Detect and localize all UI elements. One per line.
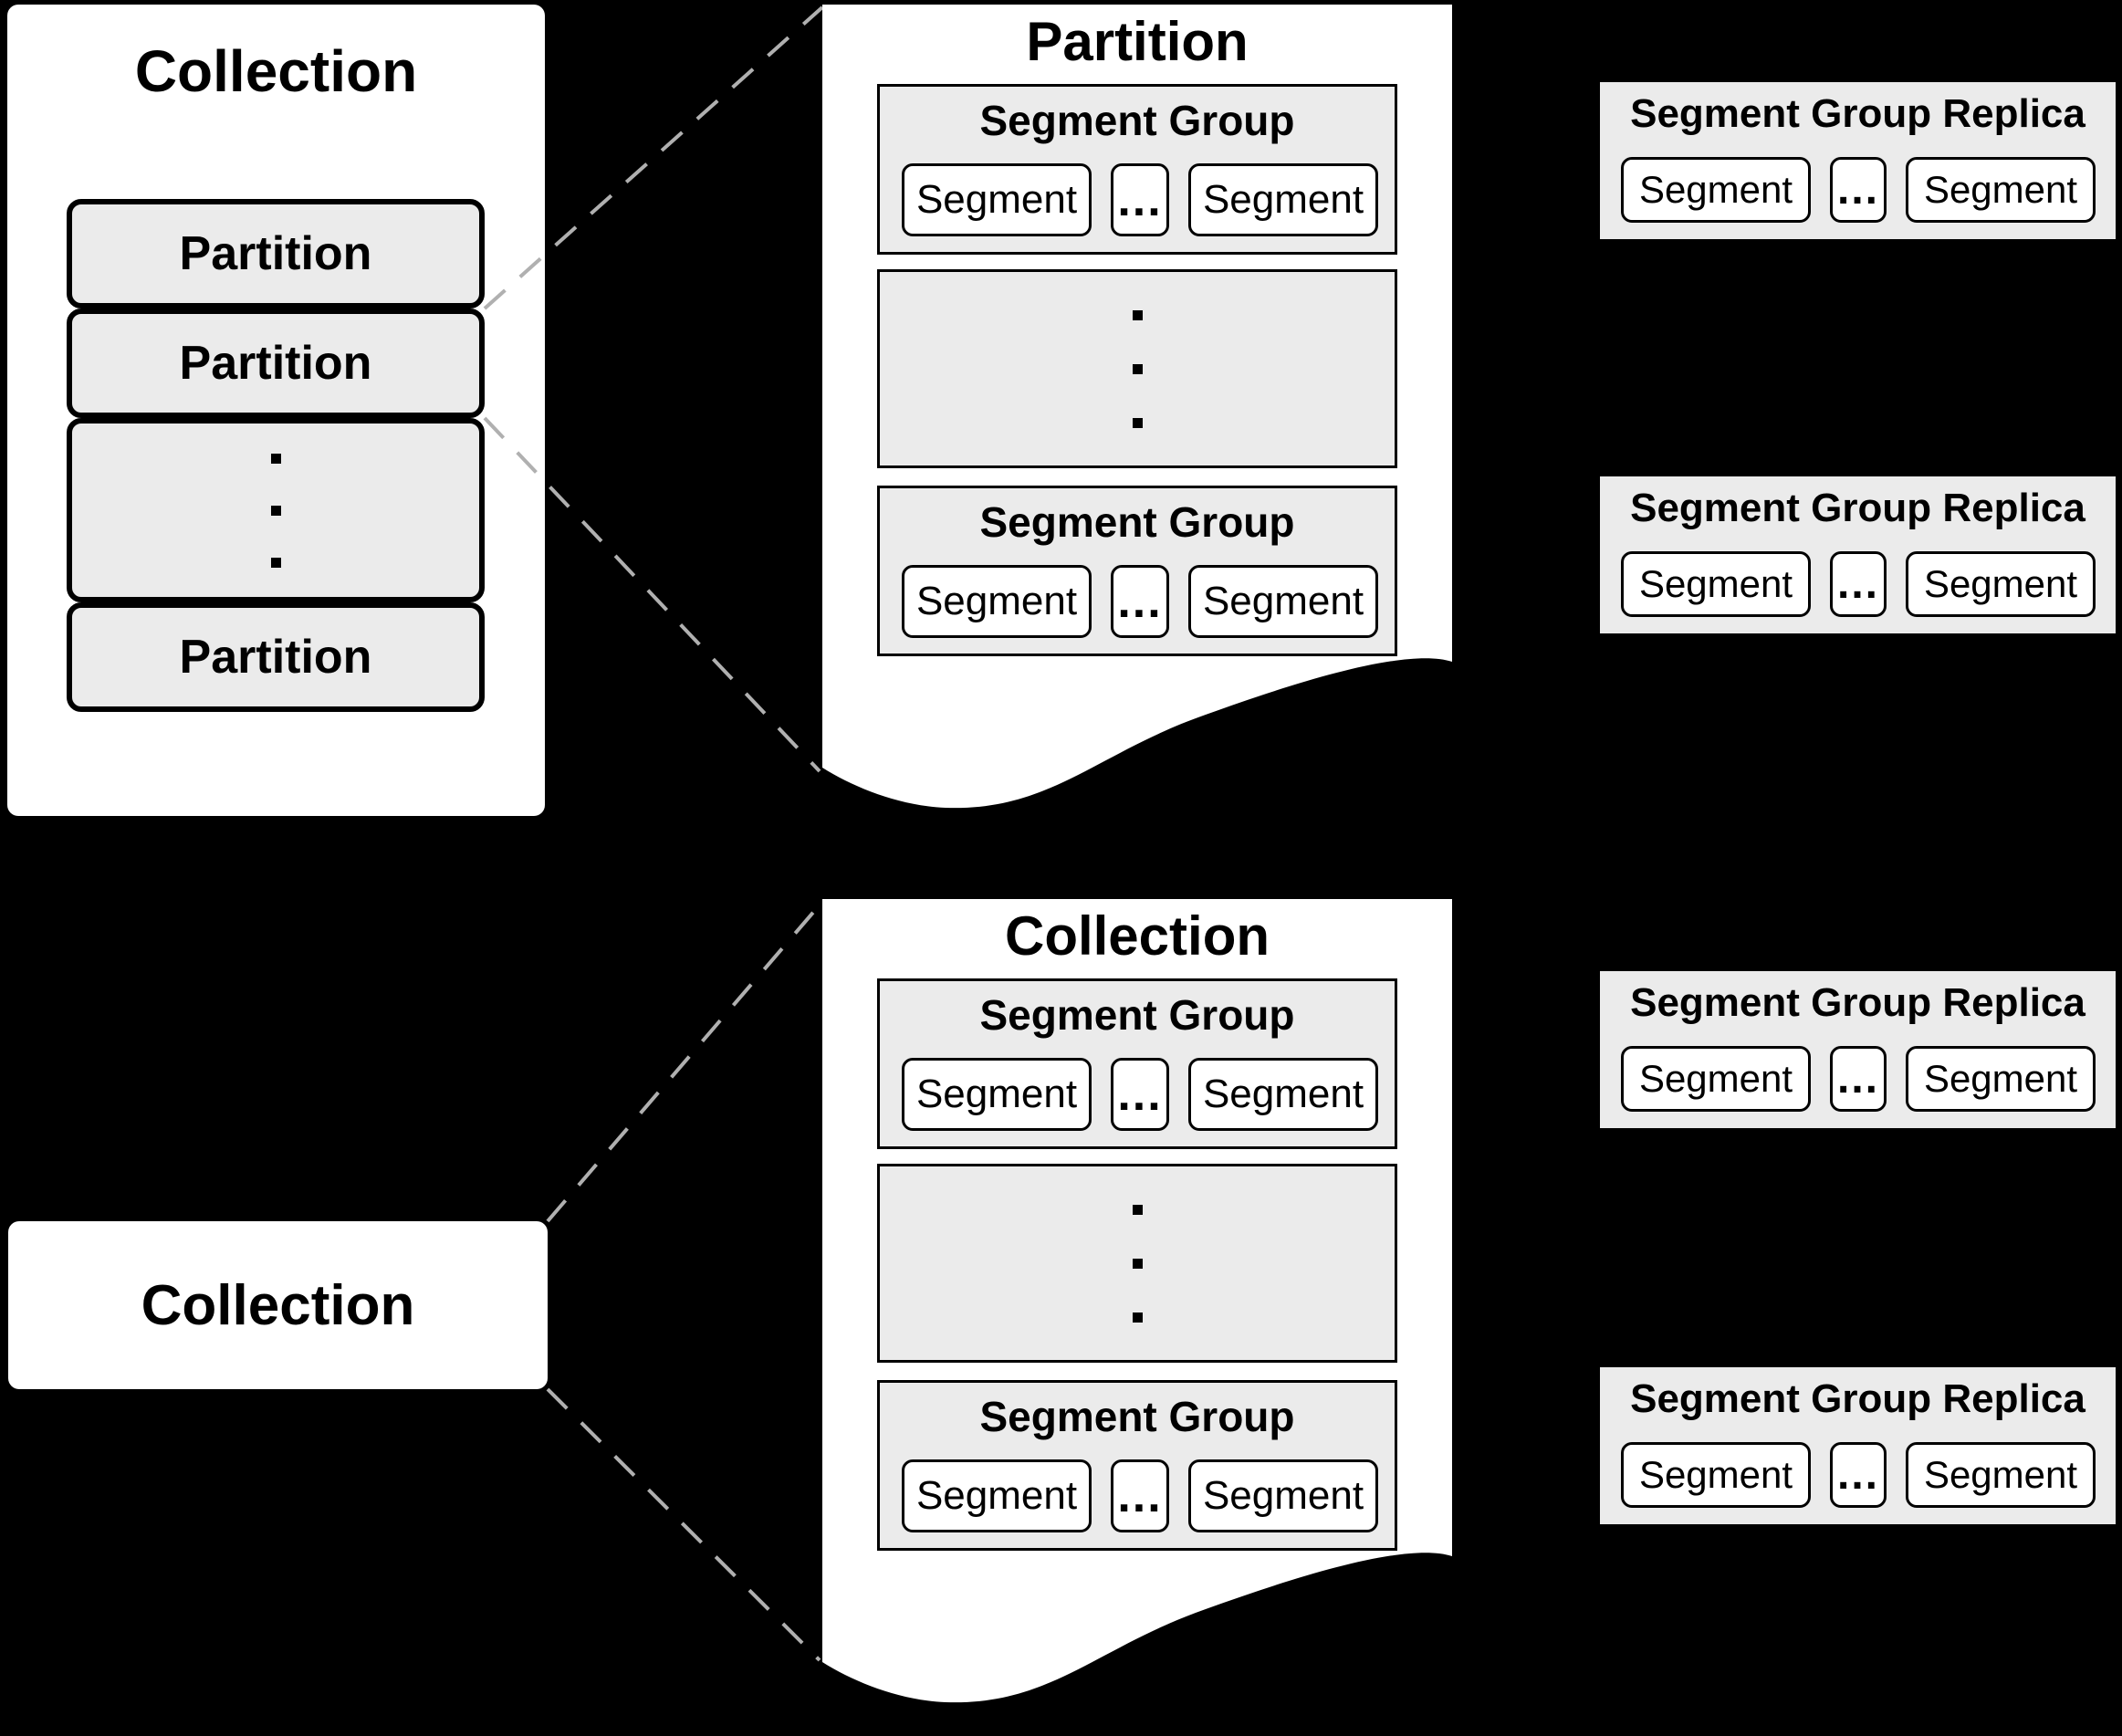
segment-box: Segment bbox=[1906, 157, 2096, 223]
segment-box: Segment bbox=[1188, 1459, 1378, 1532]
collection-card: Collection Partition Partition Partition bbox=[7, 5, 545, 816]
segment-ellipsis-box: ... bbox=[1830, 1046, 1887, 1112]
segment-box: Segment bbox=[1621, 551, 1811, 617]
connector-line bbox=[546, 900, 824, 1223]
partition-row: Partition bbox=[67, 199, 485, 309]
dot bbox=[270, 557, 281, 568]
segment-ellipsis-box: ... bbox=[1111, 1058, 1169, 1131]
segment-group-box: Segment Group Segment ... Segment bbox=[877, 84, 1397, 255]
replica-title: Segment Group Replica bbox=[1630, 1376, 2085, 1421]
page-title: Collection bbox=[1004, 905, 1270, 967]
segment-box: Segment bbox=[1621, 1442, 1811, 1508]
segment-ellipsis-box: ... bbox=[1111, 1459, 1169, 1532]
segment-ellipsis-box: ... bbox=[1830, 157, 1887, 223]
replica-title: Segment Group Replica bbox=[1630, 486, 2085, 530]
dot bbox=[1132, 1204, 1143, 1215]
segment-ellipsis-box: ... bbox=[1111, 565, 1169, 638]
dot bbox=[1132, 1258, 1143, 1269]
partition-row: Partition bbox=[67, 602, 485, 712]
page-title: Partition bbox=[1026, 11, 1249, 72]
segment-group-box: Segment Group Segment ... Segment bbox=[877, 486, 1397, 656]
collection-label-card: Collection bbox=[8, 1221, 548, 1389]
dot bbox=[270, 453, 281, 464]
segment-group-title: Segment Group bbox=[979, 498, 1295, 546]
segment-group-title: Segment Group bbox=[979, 97, 1295, 144]
dot bbox=[1132, 363, 1143, 374]
segment-box: Segment bbox=[902, 1459, 1092, 1532]
segment-box: Segment bbox=[1621, 1046, 1811, 1112]
segment-box: Segment bbox=[1906, 551, 2096, 617]
segment-box: Segment bbox=[902, 1058, 1092, 1131]
segment-ellipsis-box: ... bbox=[1830, 1442, 1887, 1508]
segment-box: Segment bbox=[1906, 1442, 2096, 1508]
segment-group-title: Segment Group bbox=[979, 1393, 1295, 1440]
segment-ellipsis-box: ... bbox=[1830, 551, 1887, 617]
dot bbox=[1132, 417, 1143, 428]
segment-box: Segment bbox=[902, 163, 1092, 236]
segment-group-replica-box: Segment Group Replica Segment ... Segmen… bbox=[1600, 971, 2116, 1128]
segment-box: Segment bbox=[1621, 157, 1811, 223]
segment-ellipsis-box: ... bbox=[1111, 163, 1169, 236]
segment-box: Segment bbox=[1188, 1058, 1378, 1131]
segment-box: Segment bbox=[902, 565, 1092, 638]
segment-box: Segment bbox=[1188, 565, 1378, 638]
segment-box: Segment bbox=[1906, 1046, 2096, 1112]
segment-group-box: Segment Group Segment ... Segment bbox=[877, 978, 1397, 1149]
partition-ellipsis-box bbox=[67, 418, 485, 602]
group-ellipsis-box bbox=[877, 1164, 1397, 1363]
replica-title: Segment Group Replica bbox=[1630, 980, 2085, 1025]
partition-detail-page: Partition Segment Group Segment ... Segm… bbox=[822, 5, 1452, 812]
segment-group-title: Segment Group bbox=[979, 991, 1295, 1039]
dot bbox=[270, 505, 281, 516]
dot bbox=[1132, 309, 1143, 320]
collection-card-title: Collection bbox=[134, 38, 418, 104]
dot bbox=[1132, 1312, 1143, 1323]
collection-detail-page: Collection Segment Group Segment ... Seg… bbox=[822, 899, 1452, 1707]
collection-label-title: Collection bbox=[141, 1273, 415, 1337]
segment-group-replica-box: Segment Group Replica Segment ... Segmen… bbox=[1600, 1367, 2116, 1524]
segment-group-box: Segment Group Segment ... Segment bbox=[877, 1380, 1397, 1551]
segment-group-replica-box: Segment Group Replica Segment ... Segmen… bbox=[1600, 476, 2116, 633]
partition-row: Partition bbox=[67, 309, 485, 418]
connector-line bbox=[546, 1387, 821, 1662]
group-ellipsis-box bbox=[877, 269, 1397, 468]
segment-group-replica-box: Segment Group Replica Segment ... Segmen… bbox=[1600, 82, 2116, 239]
replica-title: Segment Group Replica bbox=[1630, 91, 2085, 136]
segment-box: Segment bbox=[1188, 163, 1378, 236]
